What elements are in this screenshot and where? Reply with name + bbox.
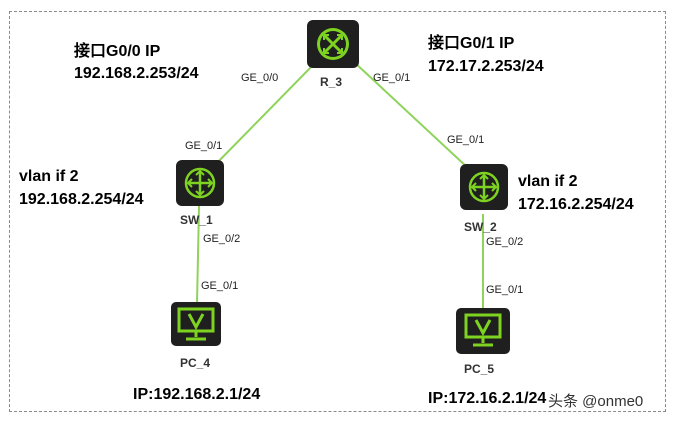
sw2-vlan: vlan if 2 (518, 173, 578, 190)
pc-monitor-icon (177, 307, 215, 341)
pc4-label: PC_4 (180, 356, 210, 370)
port-sw1-ge02: GE_0/2 (203, 233, 240, 245)
router-icon (317, 28, 349, 60)
watermark: 头条 @onme0 (548, 393, 643, 410)
r3-g01-title: 接口G0/1 IP (428, 33, 515, 52)
r3-g00-ip: 192.168.2.253/24 (74, 65, 199, 82)
link-r3-sw2 (353, 61, 469, 169)
pc5-label: PC_5 (464, 362, 494, 376)
port-pc4-ge01: GE_0/1 (201, 280, 238, 292)
r3-g00-title: 接口G0/0 IP (74, 41, 161, 60)
port-sw2-ge02: GE_0/2 (486, 236, 523, 248)
switch-icon (184, 167, 216, 199)
port-pc5-ge01: GE_0/1 (486, 284, 523, 296)
router-r3[interactable] (307, 20, 359, 68)
port-sw2-ge01: GE_0/1 (447, 134, 484, 146)
pc4[interactable] (171, 302, 221, 346)
sw2-ip: 172.16.2.254/24 (518, 196, 634, 213)
pc5[interactable] (456, 308, 510, 354)
switch-sw2[interactable] (460, 164, 508, 210)
port-r3-ge00: GE_0/0 (241, 72, 278, 84)
port-sw1-ge01: GE_0/1 (185, 140, 222, 152)
link-r3-sw1 (211, 61, 317, 169)
pc-monitor-icon (464, 313, 502, 347)
switch-icon (468, 171, 500, 203)
pc4-ip: IP:192.168.2.1/24 (133, 386, 260, 403)
sw1-label: SW_1 (180, 213, 213, 227)
dashed-frame (9, 11, 666, 412)
r3-label: R_3 (320, 75, 342, 89)
pc5-ip: IP:172.16.2.1/24 (428, 390, 546, 407)
sw1-vlan: vlan if 2 (19, 168, 79, 185)
port-r3-ge01: GE_0/1 (373, 72, 410, 84)
r3-g01-ip: 172.17.2.253/24 (428, 58, 544, 75)
sw1-ip: 192.168.2.254/24 (19, 191, 144, 208)
switch-sw1[interactable] (176, 160, 224, 206)
link-sw1-pc4 (196, 205, 200, 305)
sw2-label: SW_2 (464, 220, 497, 234)
